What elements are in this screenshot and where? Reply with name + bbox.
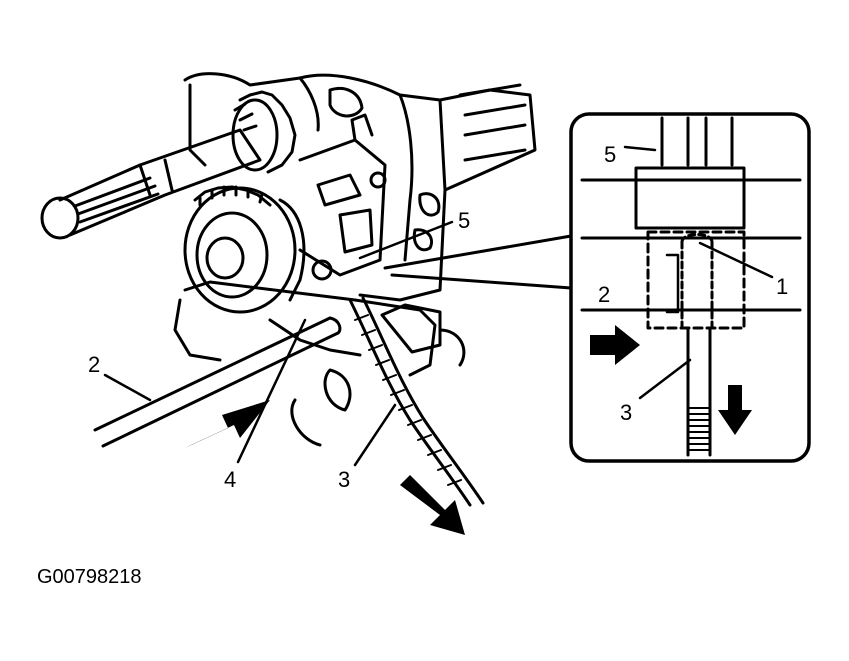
pull-arrow-main: [400, 475, 465, 535]
engine-case: [183, 72, 537, 302]
callout-2-inset: 2: [598, 282, 610, 307]
leader-lines: [103, 145, 774, 467]
output-shaft: [40, 90, 297, 240]
callout-5-inset: 5: [604, 142, 616, 167]
pull-arrow-inset: [718, 385, 752, 435]
support-block: [173, 280, 466, 447]
push-arrow-inset: [590, 325, 640, 365]
selector-housing: [298, 113, 387, 281]
push-arrow-main: [185, 400, 270, 448]
callout-1-inset: 1: [776, 274, 788, 299]
detail-inset: [383, 112, 811, 463]
rod: [93, 316, 342, 448]
figure-id: G00798218: [37, 566, 142, 588]
cable: [348, 296, 485, 507]
callout-3-inset: 3: [620, 400, 632, 425]
callout-3-main: 3: [338, 467, 350, 492]
callout-5-main: 5: [458, 208, 470, 233]
gear-flange: [183, 185, 306, 314]
callout-2-main: 2: [88, 352, 100, 377]
callout-4-main: 4: [224, 467, 236, 492]
